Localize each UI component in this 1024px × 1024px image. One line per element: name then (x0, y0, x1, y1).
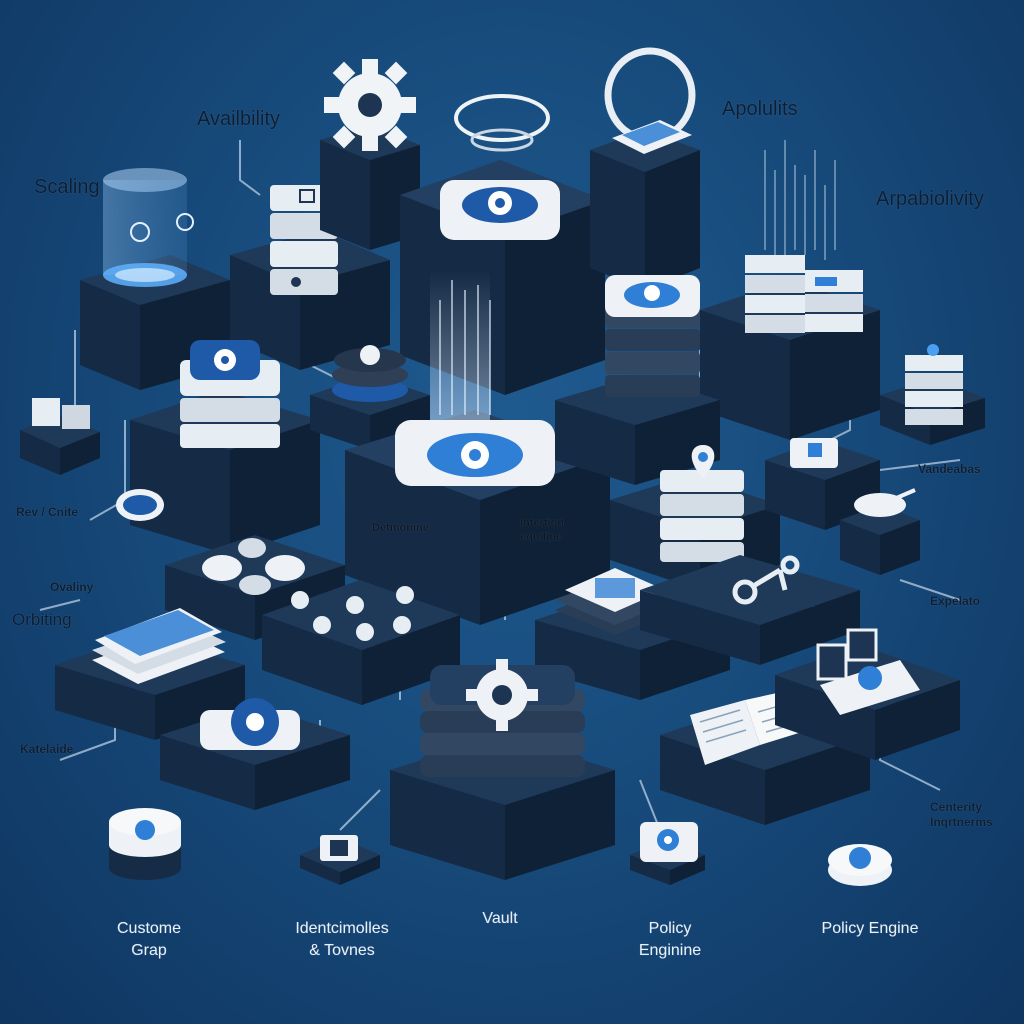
laptop-icon (92, 608, 226, 684)
custom-graph-icon (109, 808, 181, 880)
glass-cylinder-icon (103, 168, 194, 287)
server-stack-icon (180, 340, 280, 448)
gear-icon (324, 59, 416, 151)
policy-engine-icon-1 (630, 822, 705, 885)
data-streams (764, 140, 836, 260)
server-stack-icon (660, 470, 744, 562)
key-block (640, 555, 860, 665)
server-stack-icon (905, 344, 963, 425)
light-beam (430, 270, 491, 420)
location-pin-icon (691, 445, 715, 478)
server-stack-icon (745, 255, 863, 333)
policy-engine-icon-2 (828, 844, 892, 886)
gear-badge-icon (395, 420, 555, 486)
gear-icon (466, 659, 538, 731)
stacked-disk-block (310, 345, 430, 450)
gear-badge-icon (440, 180, 560, 240)
screen-block (775, 628, 960, 760)
capsule-block (165, 535, 345, 640)
left-cube-block (20, 398, 100, 475)
key-box-block (765, 438, 880, 530)
pebbles-block (262, 580, 460, 705)
apolulits-block (590, 130, 700, 290)
key-icon (732, 555, 800, 605)
database-stack-icon (605, 275, 700, 397)
blue-gear-block (160, 698, 350, 810)
ring-token-icon (116, 489, 164, 521)
identities-icon (300, 835, 380, 885)
token-block (840, 488, 920, 575)
ring-icon (454, 94, 550, 152)
laptop-icon (612, 120, 692, 154)
